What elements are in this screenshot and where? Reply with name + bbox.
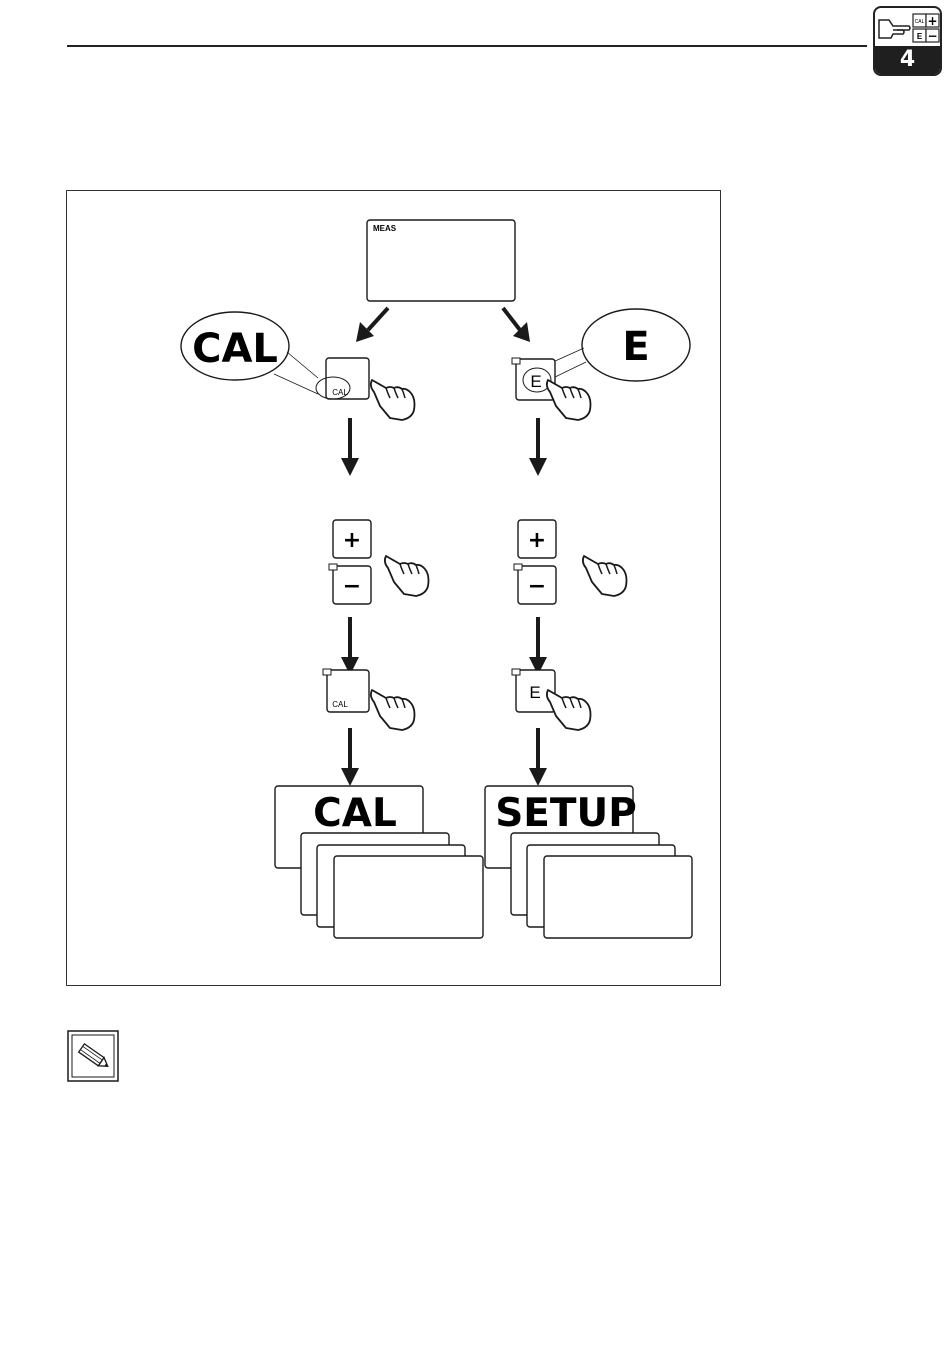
arrow-down-icon: [529, 418, 547, 476]
right-minus-key-label: −: [528, 574, 546, 599]
confirm-cal-key: CAL: [323, 669, 369, 712]
left-plus-key: +: [333, 520, 371, 558]
right-plus-key-label: +: [528, 528, 546, 553]
e-callout: E: [553, 309, 690, 381]
e-callout-label: E: [622, 324, 649, 370]
arrow-down-icon: [341, 617, 359, 675]
e-key-label: E: [530, 372, 541, 391]
pointing-hand-icon: [385, 556, 429, 596]
pointing-hand-icon: [547, 380, 591, 420]
pointing-hand-icon: [547, 690, 591, 730]
meas-display-label: MEAS: [373, 224, 397, 233]
arrow-down-icon: [529, 728, 547, 786]
pointing-hand-icon: [371, 380, 415, 420]
confirm-e-key-label: E: [529, 683, 540, 702]
arrow-down-icon: [341, 418, 359, 476]
left-minus-key-label: −: [343, 574, 361, 599]
right-minus-key: −: [514, 564, 556, 604]
pencil-note-icon: [67, 1030, 119, 1082]
cal-menu-stack: CAL: [275, 786, 483, 938]
cal-menu-title: CAL: [313, 791, 397, 836]
setup-menu-title: SETUP: [495, 791, 637, 836]
cal-callout: CAL: [181, 312, 318, 394]
pointing-hand-icon: [371, 690, 415, 730]
right-plus-key: +: [518, 520, 556, 558]
pointing-hand-icon: [583, 556, 627, 596]
cal-callout-label: CAL: [192, 326, 278, 372]
meas-display: MEAS: [367, 220, 515, 301]
cal-key: CAL: [316, 358, 369, 399]
arrow-down-icon: [503, 308, 530, 342]
arrow-down-icon: [529, 617, 547, 675]
setup-menu-stack: SETUP: [485, 786, 692, 938]
left-plus-key-label: +: [343, 528, 361, 553]
e-key: E: [512, 358, 555, 400]
arrow-down-icon: [341, 728, 359, 786]
left-minus-key: −: [329, 564, 371, 604]
cal-key-label: CAL: [332, 388, 348, 397]
confirm-cal-key-label: CAL: [332, 700, 348, 709]
arrow-down-icon: [356, 308, 388, 342]
